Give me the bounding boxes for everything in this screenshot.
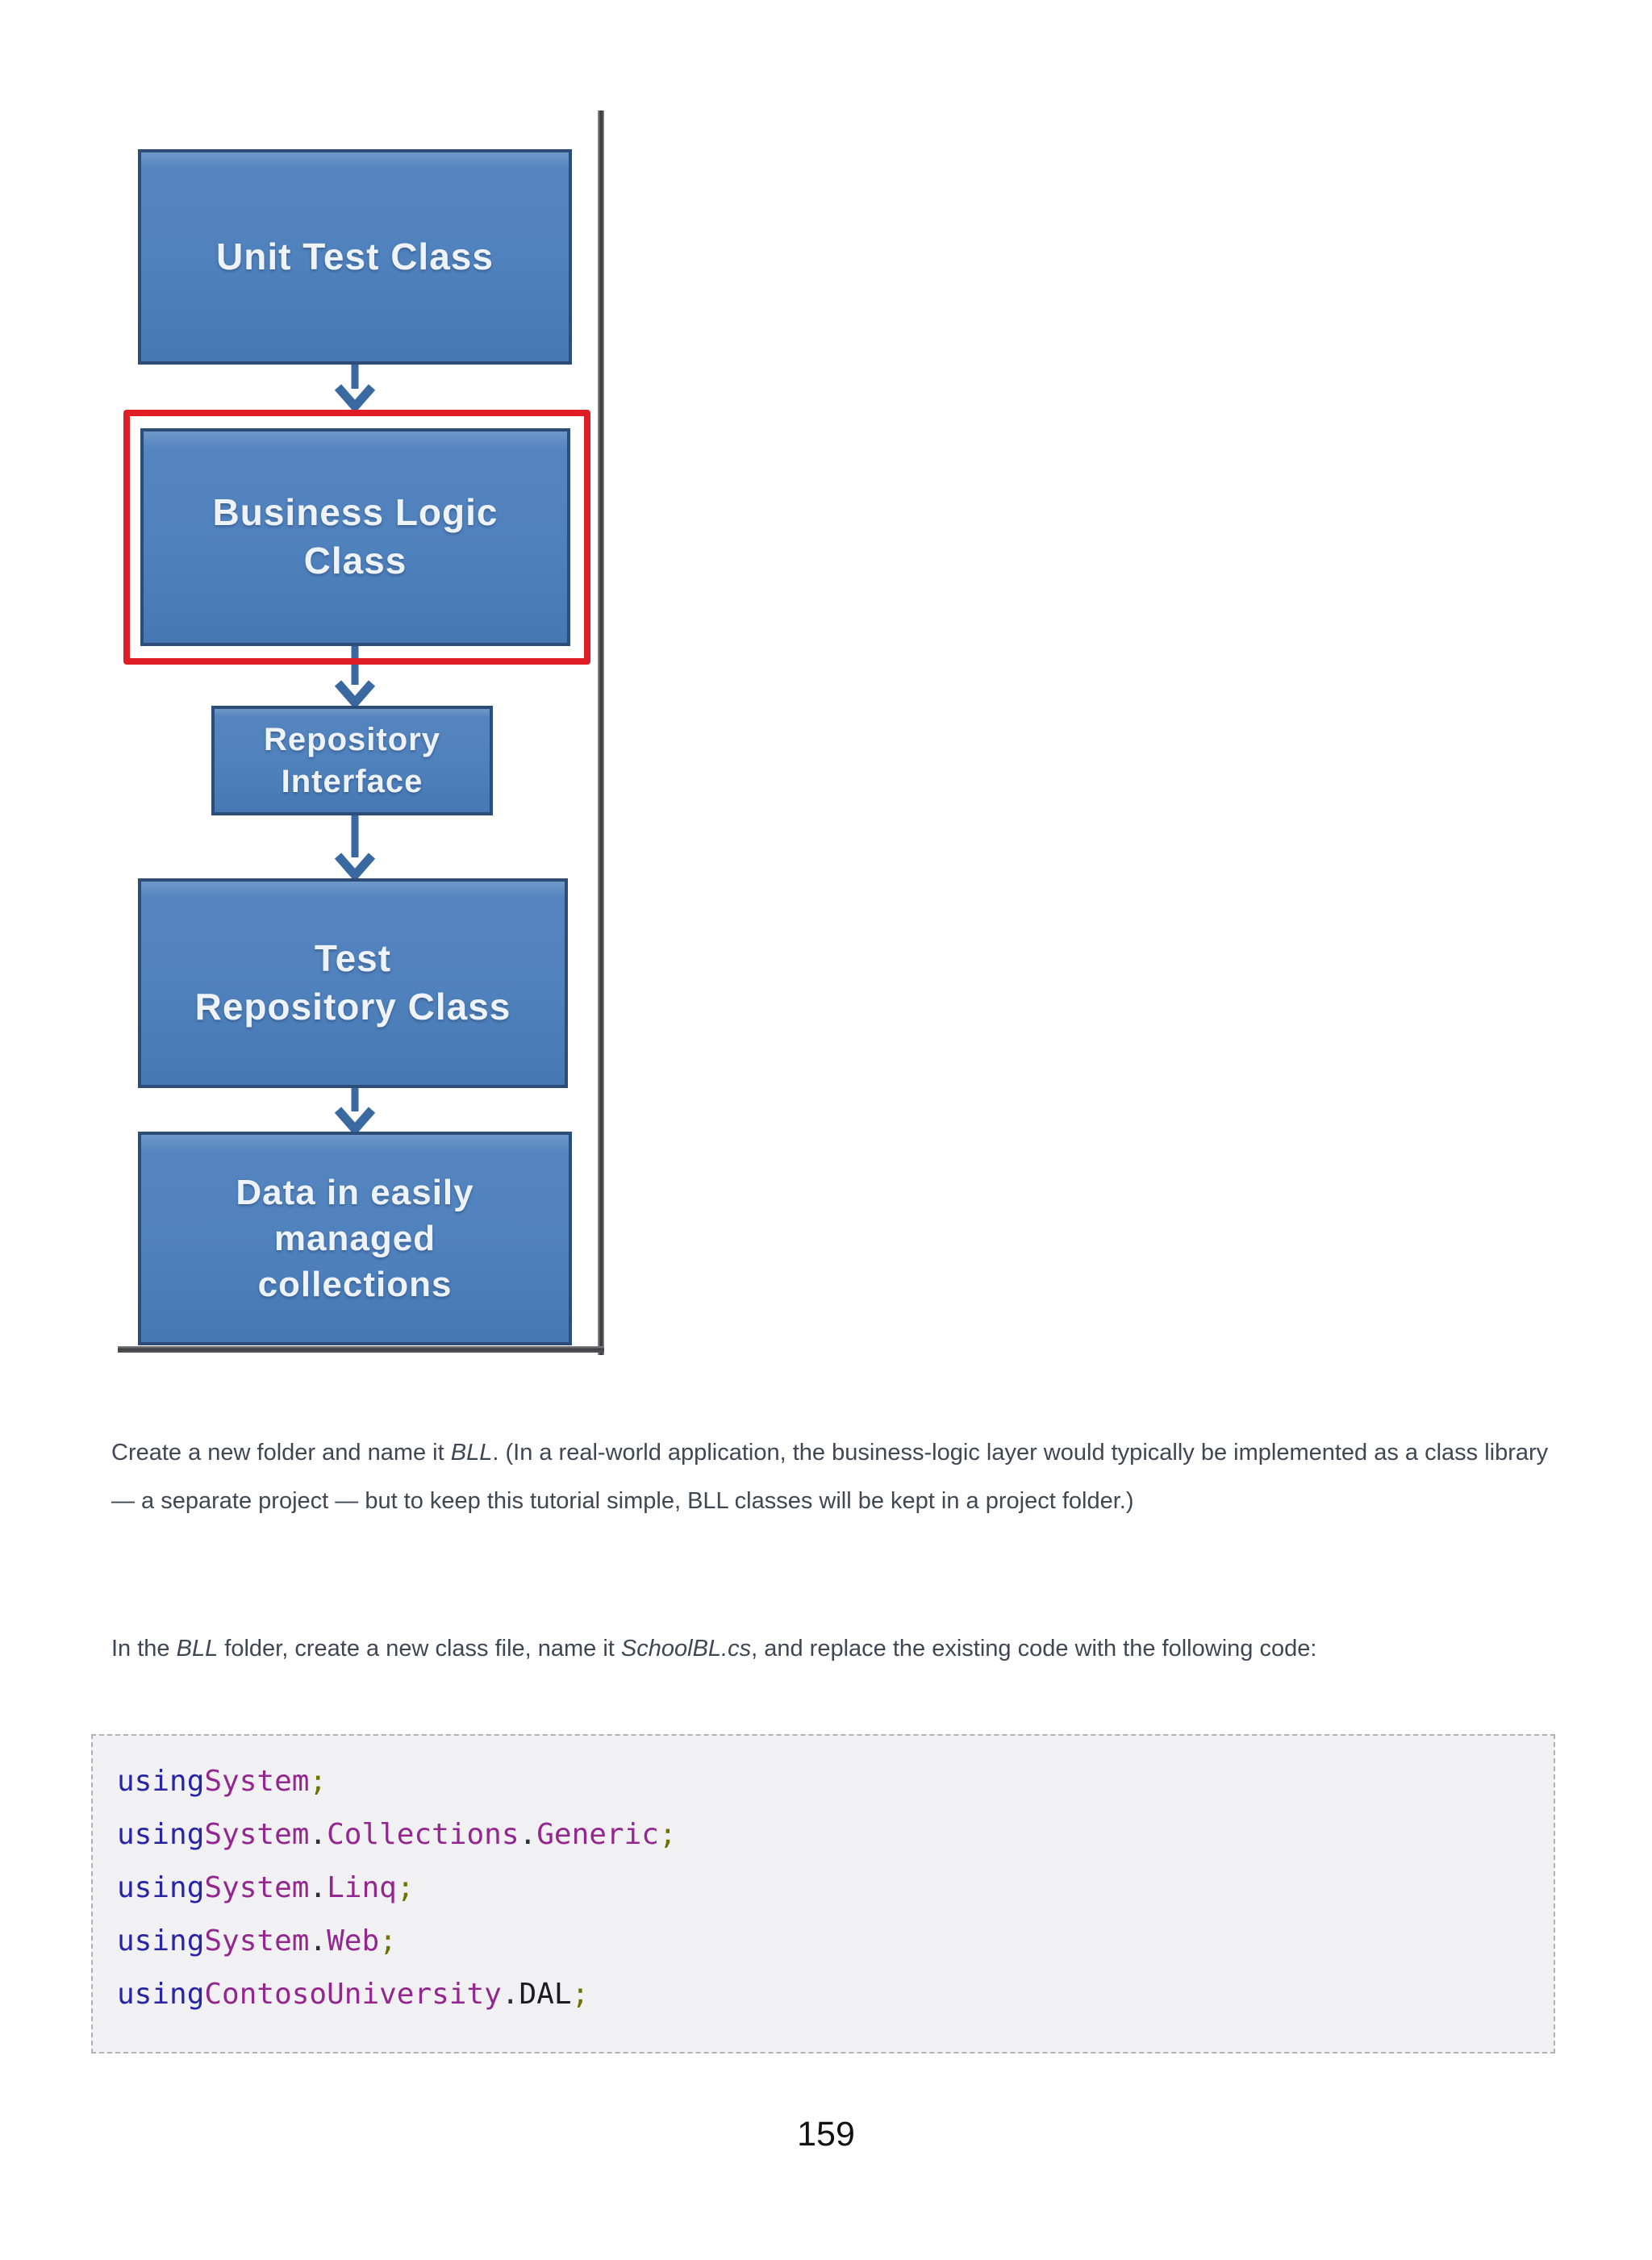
red-highlight-frame <box>123 410 590 665</box>
diagram-box-data-collections: Data in easily managed collections <box>138 1132 572 1345</box>
code-token: ContosoUniversity <box>204 1978 502 2011</box>
diagram-box-label: collections <box>257 1265 453 1305</box>
flow-arrow-down-icon <box>334 814 376 878</box>
code-line: usingSystem.Collections.Generic; <box>117 1808 1537 1862</box>
code-token: using <box>117 1978 205 2011</box>
diagram-panel-bottom-edge <box>118 1346 604 1353</box>
paragraph-text-segment: folder, create a new class file, name it <box>218 1636 621 1662</box>
code-token: Generic <box>536 1818 659 1851</box>
code-token: Linq <box>327 1871 397 1904</box>
code-token: ; <box>379 1924 397 1958</box>
diagram-panel-right-edge <box>598 110 604 1355</box>
paragraph-text-segment: BLL <box>176 1636 219 1662</box>
diagram-box-label: Repository <box>264 722 440 757</box>
flow-arrow-down-icon <box>334 1086 376 1132</box>
code-line: usingContosoUniversity.DAL; <box>117 1968 1537 2021</box>
code-token: Web <box>327 1924 380 1958</box>
diagram-box-unit-test-class: Unit Test Class <box>138 149 572 365</box>
code-token: . <box>309 1818 327 1851</box>
code-token: Collections <box>327 1818 519 1851</box>
paragraph-text-segment: Create a new folder and name it <box>111 1440 451 1466</box>
code-token: System <box>204 1765 310 1798</box>
diagram-box-label: Class <box>303 540 407 582</box>
code-line: usingSystem.Web; <box>117 1915 1537 1968</box>
code-token: using <box>117 1818 205 1851</box>
code-token: ; <box>396 1871 415 1904</box>
paragraph-text-segment: , and replace the existing code with the… <box>751 1636 1317 1662</box>
code-block: usingSystem;usingSystem.Collections.Gene… <box>91 1734 1555 2054</box>
code-token: ; <box>658 1818 677 1851</box>
code-token: . <box>519 1818 537 1851</box>
code-token: using <box>117 1871 205 1904</box>
diagram-box-label: Test <box>314 937 392 980</box>
code-token: ; <box>309 1765 327 1798</box>
paragraph-text-segment: In the <box>111 1636 177 1662</box>
body-paragraph: In the BLL folder, create a new class fi… <box>111 1624 1551 1673</box>
paragraph-text-segment: SchoolBL.cs <box>620 1636 752 1662</box>
page-number: 159 <box>797 2115 855 2154</box>
diagram-box-test-repository-class: Test Repository Class <box>138 878 568 1088</box>
code-token: DAL <box>519 1978 572 2011</box>
diagram-box-label: Data in easily <box>236 1172 474 1212</box>
paragraph-text-segment: BLL <box>450 1440 493 1466</box>
code-line: usingSystem; <box>117 1755 1537 1808</box>
code-token: . <box>309 1924 327 1958</box>
code-token: System <box>204 1871 310 1904</box>
flow-arrow-down-icon <box>334 363 376 410</box>
code-token: . <box>501 1978 519 2011</box>
flow-arrow-down-icon <box>334 644 376 706</box>
code-token: using <box>117 1924 205 1958</box>
code-token: System <box>204 1818 310 1851</box>
code-token: using <box>117 1765 205 1798</box>
code-token: . <box>309 1871 327 1904</box>
diagram-box-repository-interface: Repository Interface <box>211 706 493 815</box>
code-token: System <box>204 1924 310 1958</box>
code-line: usingSystem.Linq; <box>117 1862 1537 1915</box>
code-token: ; <box>571 1978 590 2011</box>
paragraph-text-segment: . (In a real-world application, the busi… <box>111 1440 1549 1514</box>
diagram-box-label: Repository Class <box>194 986 511 1028</box>
diagram-box-label: managed <box>273 1218 436 1258</box>
diagram-box-label: Business Logic <box>212 491 499 534</box>
diagram-box-label: Interface <box>281 764 423 799</box>
diagram-box-business-logic-class: Business Logic Class <box>140 428 570 646</box>
body-paragraph: Create a new folder and name it BLL. (In… <box>111 1428 1551 1525</box>
diagram-box-label: Unit Test Class <box>216 235 494 277</box>
